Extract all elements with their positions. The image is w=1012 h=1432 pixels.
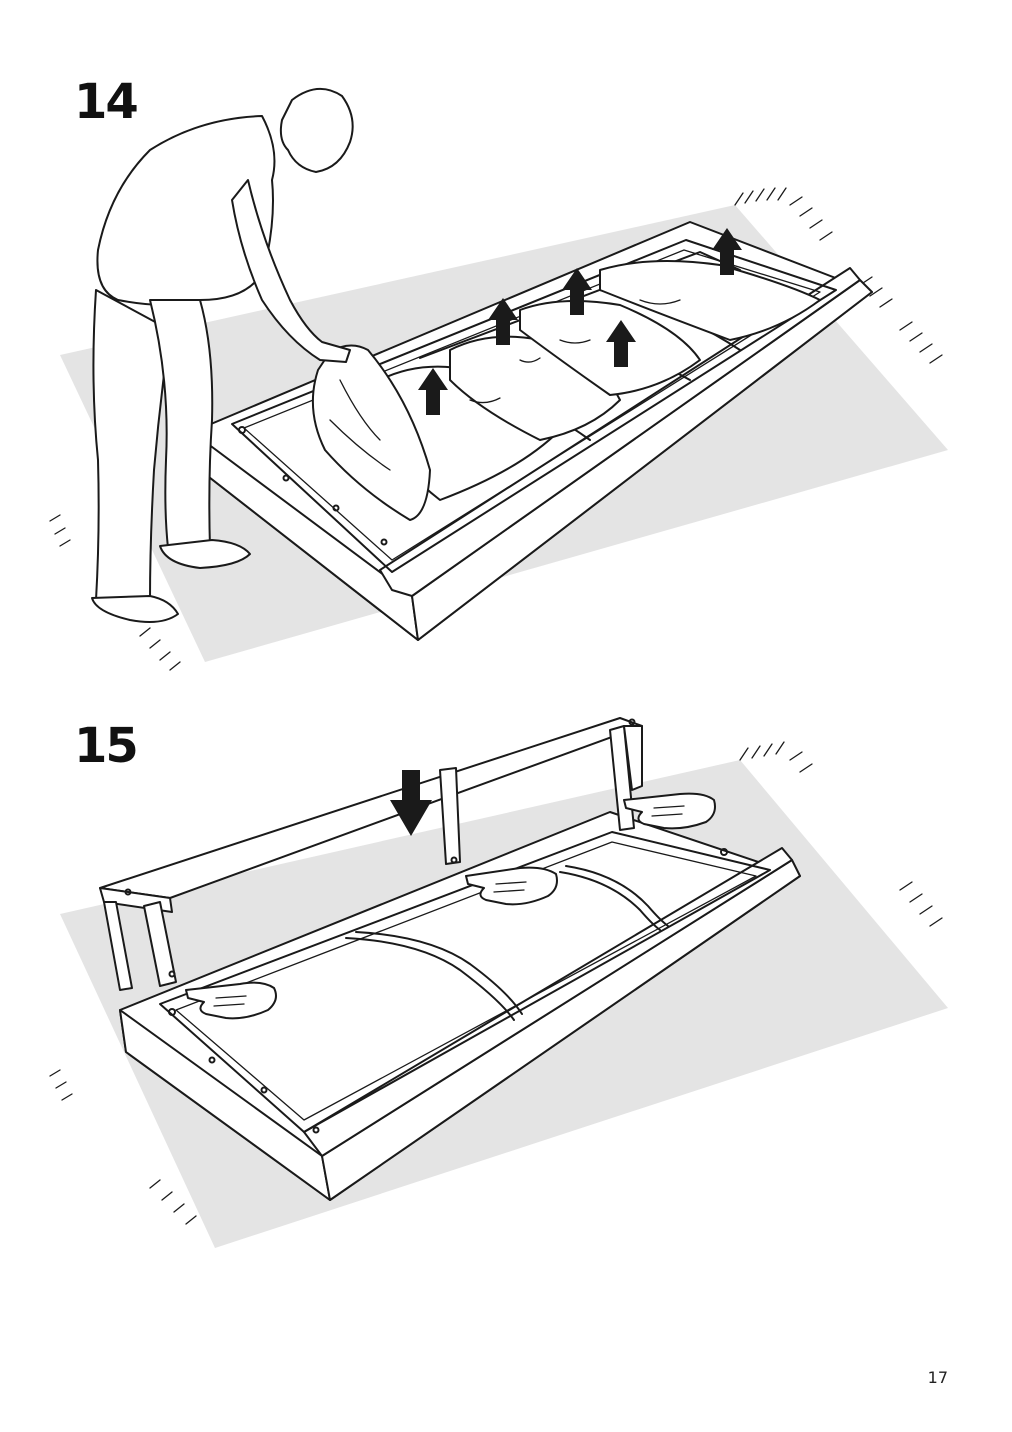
rug-fringe-14	[49, 187, 943, 671]
rug-fringe-15	[49, 741, 943, 1225]
lifted-cushion-14	[311, 344, 431, 521]
sofa-base-15	[119, 811, 801, 1201]
pointing-hand-icon	[465, 866, 558, 906]
up-arrow-icon	[418, 228, 742, 415]
person-figure	[91, 88, 354, 623]
pointing-hand-icon	[185, 981, 277, 1020]
step-14-illustration	[49, 88, 948, 671]
step-15-illustration	[49, 717, 948, 1248]
pointing-hand-icon	[623, 792, 716, 830]
down-arrow-icon	[390, 770, 432, 836]
page-number: 17	[927, 1368, 948, 1387]
step-number-15: 15	[74, 718, 139, 774]
step-number-14: 14	[74, 74, 139, 130]
